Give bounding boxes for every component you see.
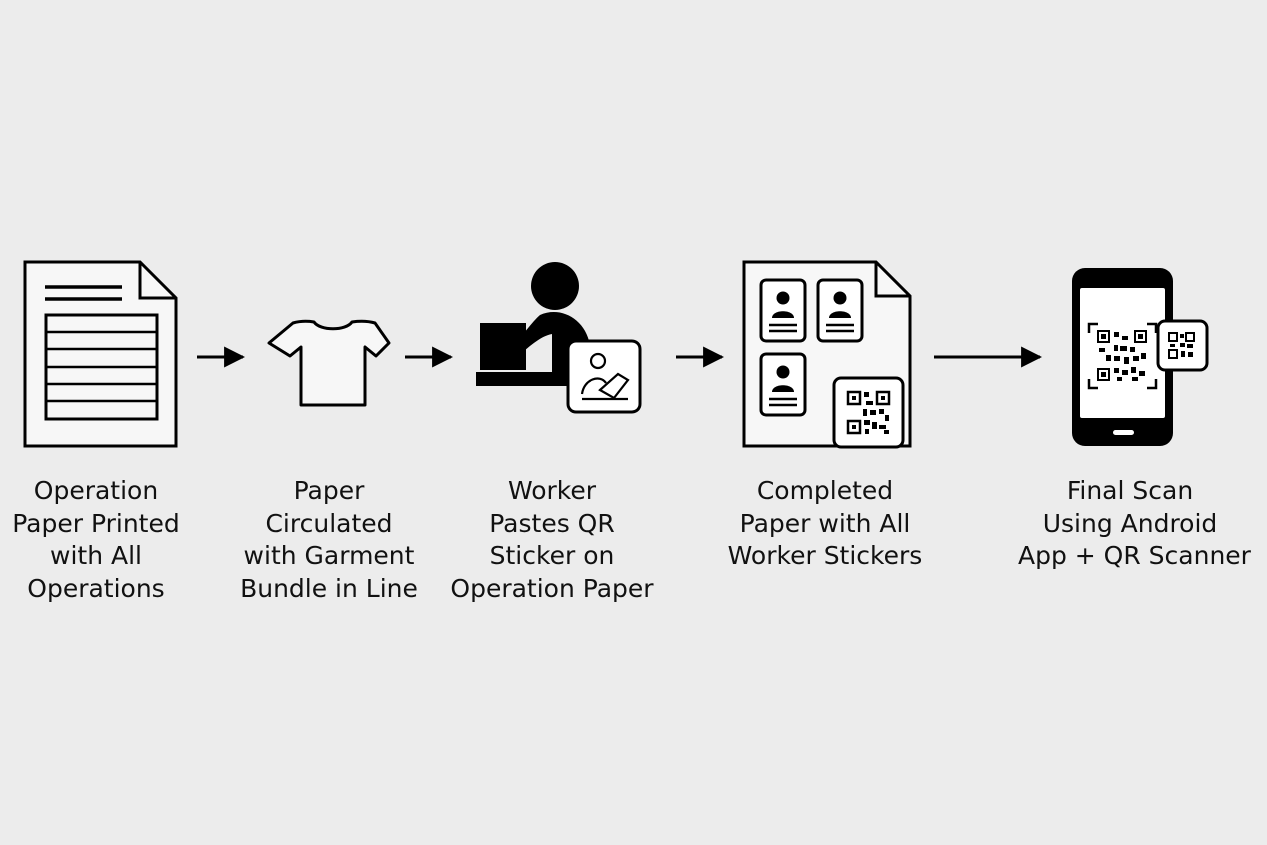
step-3-caption: Worker Pastes QR Sticker on Operation Pa…: [442, 475, 662, 605]
document-icon: [23, 260, 178, 448]
step-5-caption: Final Scan Using Android App + QR Scanne…: [1018, 475, 1251, 573]
step-1-caption: Operation Paper Printed with All Operati…: [6, 475, 186, 605]
worker-sticker: [759, 352, 807, 417]
worker-sticker: [759, 278, 807, 343]
caption-line: Pastes QR: [489, 508, 615, 538]
caption-line: with Garment: [243, 541, 415, 570]
caption-line: Operations: [27, 573, 165, 603]
qr-sticker-badge: [1156, 319, 1209, 372]
tshirt-icon: [267, 319, 391, 407]
caption-line: Final Scan: [1066, 476, 1194, 505]
caption-line: Worker: [507, 476, 597, 505]
caption-line: App + QR Scanner: [1018, 541, 1251, 570]
worker-icon: [476, 262, 642, 414]
caption-line: Sticker on: [489, 541, 615, 570]
qr-code-icon: [1097, 330, 1147, 381]
caption-line: Worker Stickers: [727, 541, 923, 570]
step-2-caption: Paper Circulated with Garment Bundle in …: [229, 475, 429, 605]
phone-scanner-icon: [1072, 268, 1209, 446]
worker-sticker: [816, 278, 864, 343]
caption-line: Bundle in Line: [240, 573, 418, 603]
step-4-caption: Completed Paper with All Worker Stickers: [715, 475, 935, 573]
caption-line: Paper with All: [739, 508, 911, 538]
caption-line: Operation: [33, 476, 159, 505]
sticker-sheet-icon: [742, 260, 912, 449]
caption-line: Circulated: [265, 508, 393, 538]
caption-line: Paper: [293, 476, 365, 505]
caption-line: with All: [50, 541, 142, 570]
caption-line: Operation Paper: [450, 573, 654, 603]
caption-line: Completed: [756, 476, 894, 505]
qr-code-icon: [832, 376, 905, 449]
caption-line: Using Android: [1042, 508, 1218, 538]
caption-line: Paper Printed: [12, 508, 180, 538]
